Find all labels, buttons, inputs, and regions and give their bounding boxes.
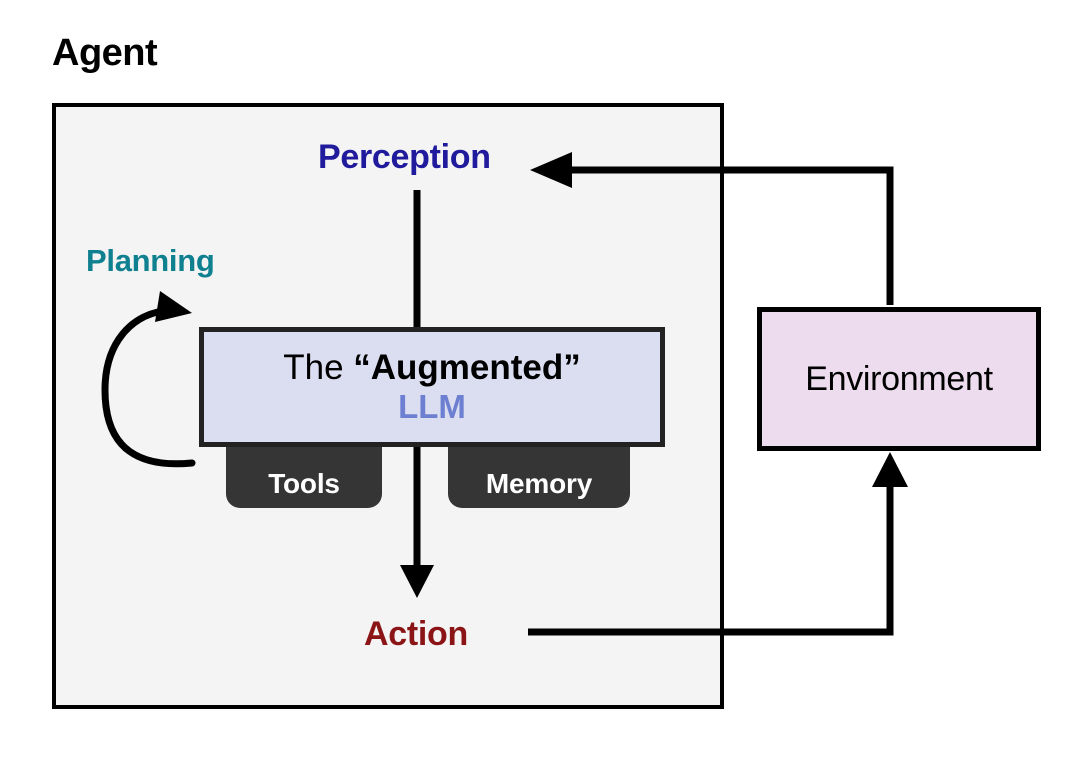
action-label: Action [364,615,468,653]
memory-label: Memory [485,468,593,499]
environment-node[interactable]: Environment [757,307,1041,451]
augmented-llm-node[interactable]: The “Augmented” LLM [199,327,665,447]
memory-node[interactable]: Memory [448,440,630,508]
llm-title-line: The “Augmented” [283,349,581,387]
agent-title: Agent [52,32,158,74]
llm-title-prefix: The [283,347,354,387]
tools-label: Tools [268,468,340,499]
tools-node[interactable]: Tools [226,440,382,508]
environment-label: Environment [805,359,993,398]
llm-title-quoted: “Augmented” [353,347,581,387]
edge-action-to-environment-head [872,452,908,487]
planning-label: Planning [86,243,215,278]
perception-label: Perception [318,138,491,176]
llm-subtitle: LLM [398,387,466,425]
